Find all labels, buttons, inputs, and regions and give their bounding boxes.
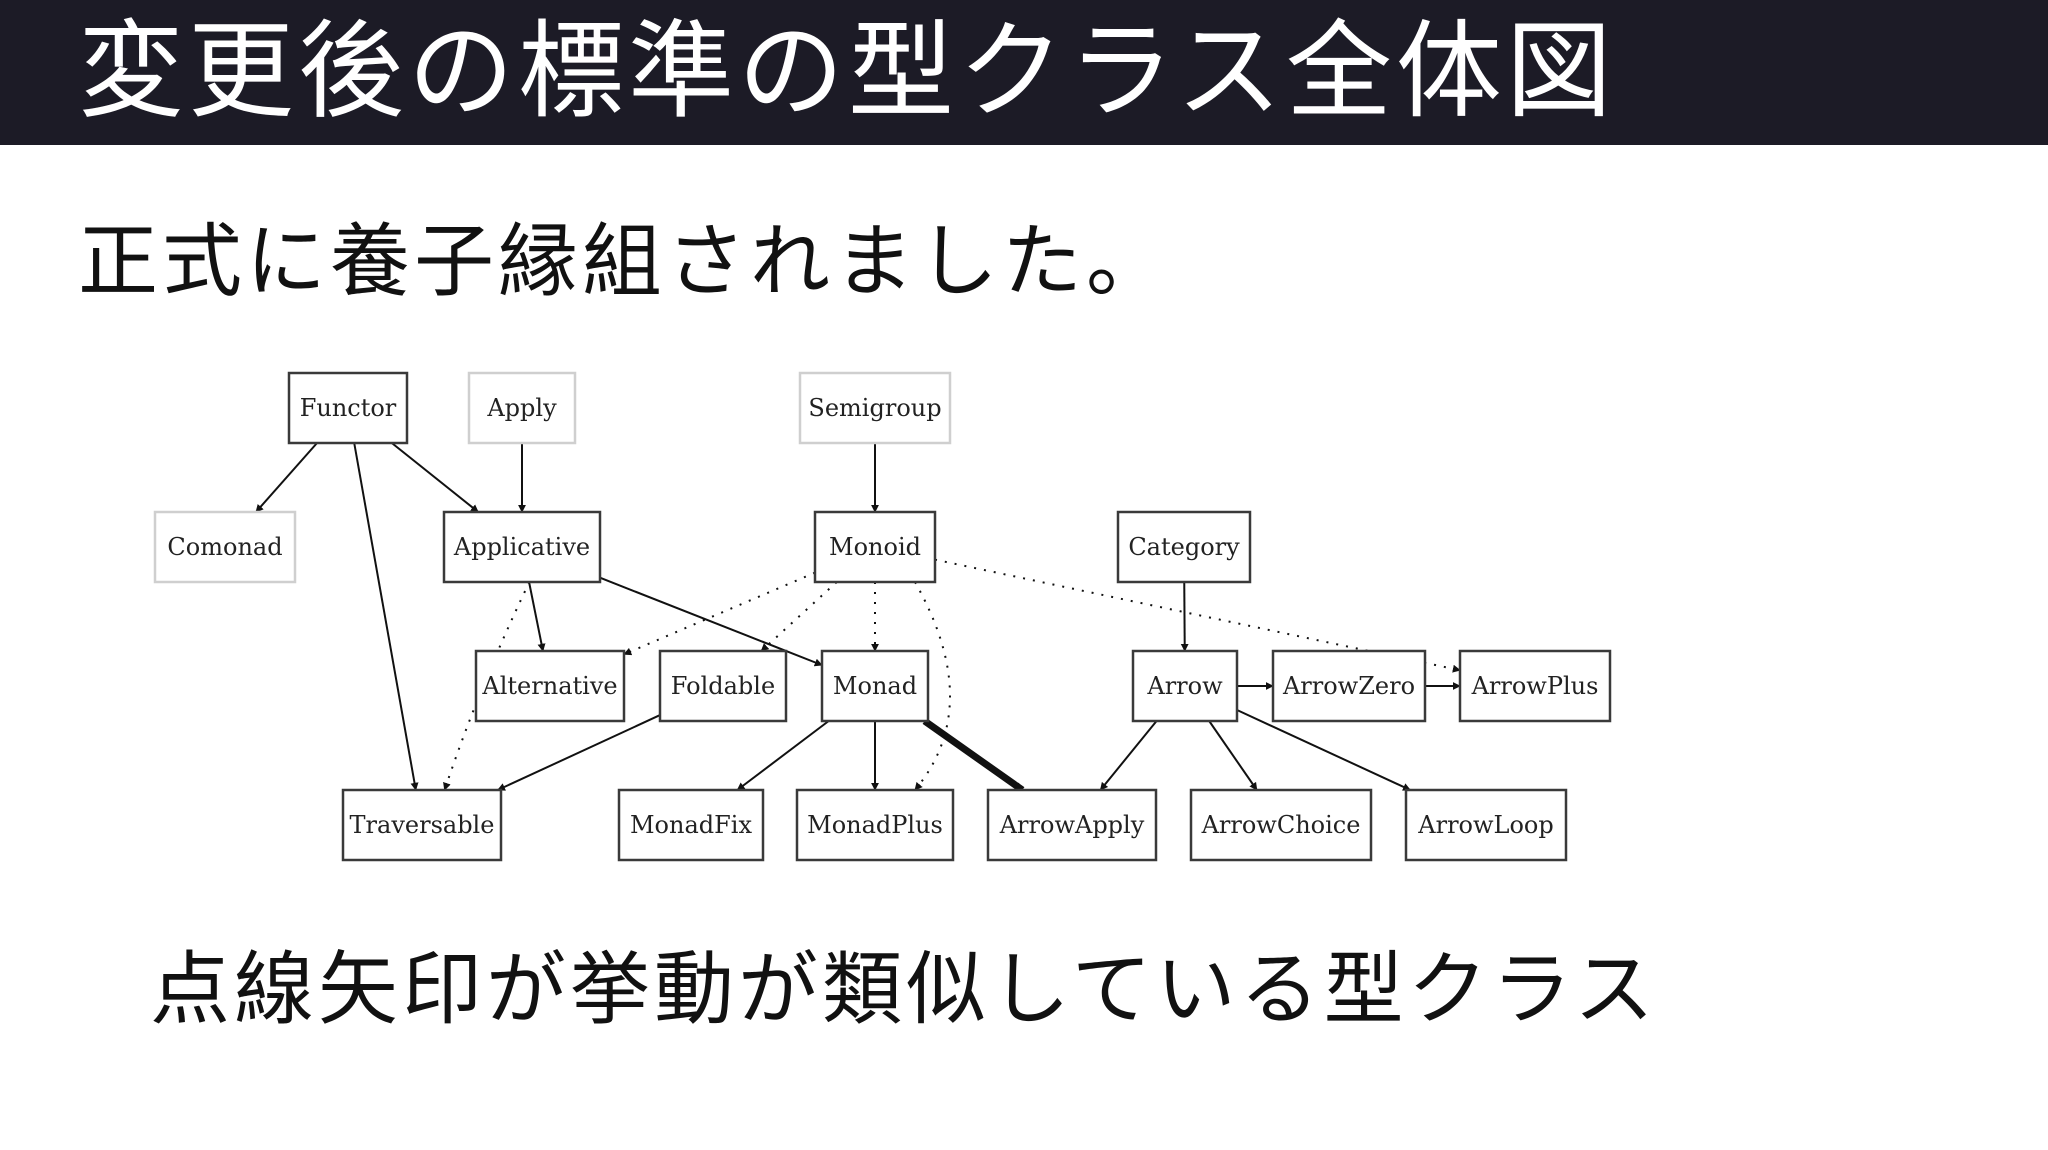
node-monad: Monad xyxy=(820,649,930,723)
node-box-monoid xyxy=(813,510,937,584)
node-label-foldable: Foldable xyxy=(671,672,775,700)
node-label-arrow: Arrow xyxy=(1146,672,1223,700)
node-monadplus: MonadPlus xyxy=(795,788,955,862)
node-box-monad xyxy=(820,649,930,723)
node-label-comonad: Comonad xyxy=(167,533,282,561)
node-arrowchoice: ArrowChoice xyxy=(1189,788,1373,862)
node-box-monadfix xyxy=(617,788,765,862)
node-box-monadplus xyxy=(795,788,955,862)
node-box-arrowzero xyxy=(1271,649,1427,723)
slide-subtitle: 正式に養子縁組されました。 xyxy=(78,215,1170,308)
node-arrowplus: ArrowPlus xyxy=(1458,649,1612,723)
edges-layer xyxy=(255,442,1461,793)
node-monadfix: MonadFix xyxy=(617,788,765,862)
node-foldable: Foldable xyxy=(658,649,788,723)
node-label-monadplus: MonadPlus xyxy=(807,811,943,839)
node-arrowapply: ArrowApply xyxy=(986,788,1158,862)
node-label-traversable: Traversable xyxy=(350,811,495,839)
node-box-arrowplus xyxy=(1458,649,1612,723)
slide-caption: 点線矢印が挙動が類似している型クラス xyxy=(150,943,1658,1036)
node-alternative: Alternative xyxy=(474,649,626,723)
edge-monad-to-monadfix xyxy=(736,720,830,791)
node-applicative: Applicative xyxy=(442,510,602,584)
node-box-arrowloop xyxy=(1404,788,1568,862)
edge-monoid-to-foldable xyxy=(760,581,838,652)
edge-monoid-to-monadplus xyxy=(914,581,951,791)
node-label-arrowzero: ArrowZero xyxy=(1282,672,1415,700)
node-label-monadfix: MonadFix xyxy=(630,811,752,839)
node-arrowzero: ArrowZero xyxy=(1271,649,1427,723)
node-box-functor xyxy=(287,371,409,445)
edge-arrow-to-arrowchoice xyxy=(1208,720,1258,791)
node-box-alternative xyxy=(474,649,626,723)
node-label-arrowloop: ArrowLoop xyxy=(1417,811,1553,839)
node-category: Category xyxy=(1116,510,1252,584)
node-label-alternative: Alternative xyxy=(481,672,617,700)
edge-applicative-to-alternative xyxy=(528,581,546,652)
node-arrowloop: ArrowLoop xyxy=(1404,788,1568,862)
node-label-monad: Monad xyxy=(833,672,917,700)
node-box-arrowchoice xyxy=(1189,788,1373,862)
edge-functor-to-applicative xyxy=(391,442,479,513)
node-box-comonad xyxy=(153,510,297,584)
node-box-semigroup xyxy=(798,371,952,445)
slide-title: 変更後の標準の型クラス全体図 xyxy=(78,10,1616,133)
node-label-category: Category xyxy=(1128,533,1240,561)
node-box-category xyxy=(1116,510,1252,584)
node-label-applicative: Applicative xyxy=(453,533,590,561)
edge-arrow-to-arrowapply xyxy=(1099,720,1158,791)
node-monoid: Monoid xyxy=(813,510,937,584)
edge-functor-to-comonad xyxy=(255,442,318,513)
node-box-apply xyxy=(467,371,577,445)
node-traversable: Traversable xyxy=(341,788,503,862)
node-semigroup: Semigroup xyxy=(798,371,952,445)
node-box-traversable xyxy=(341,788,503,862)
edge-functor-to-traversable xyxy=(353,442,419,791)
node-box-foldable xyxy=(658,649,788,723)
node-label-arrowchoice: ArrowChoice xyxy=(1201,811,1361,839)
node-apply: Apply xyxy=(467,371,577,445)
node-box-arrowapply xyxy=(986,788,1158,862)
node-functor: Functor xyxy=(287,371,409,445)
edge-monad-to-arrowapply xyxy=(922,718,1025,793)
node-label-apply: Apply xyxy=(486,394,557,422)
node-box-arrow xyxy=(1131,649,1239,723)
node-label-monoid: Monoid xyxy=(829,533,921,561)
node-label-functor: Functor xyxy=(300,394,397,422)
node-label-arrowapply: ArrowApply xyxy=(999,811,1145,839)
node-arrow: Arrow xyxy=(1131,649,1239,723)
title-bar: 変更後の標準の型クラス全体図 xyxy=(0,0,2048,145)
node-label-arrowplus: ArrowPlus xyxy=(1471,672,1599,700)
edge-monoid-to-alternative xyxy=(623,571,816,656)
node-box-applicative xyxy=(442,510,602,584)
node-label-semigroup: Semigroup xyxy=(808,394,941,422)
edge-arrow-to-arrowloop xyxy=(1236,709,1411,791)
edge-foldable-to-traversable xyxy=(497,714,661,791)
node-comonad: Comonad xyxy=(153,510,297,584)
